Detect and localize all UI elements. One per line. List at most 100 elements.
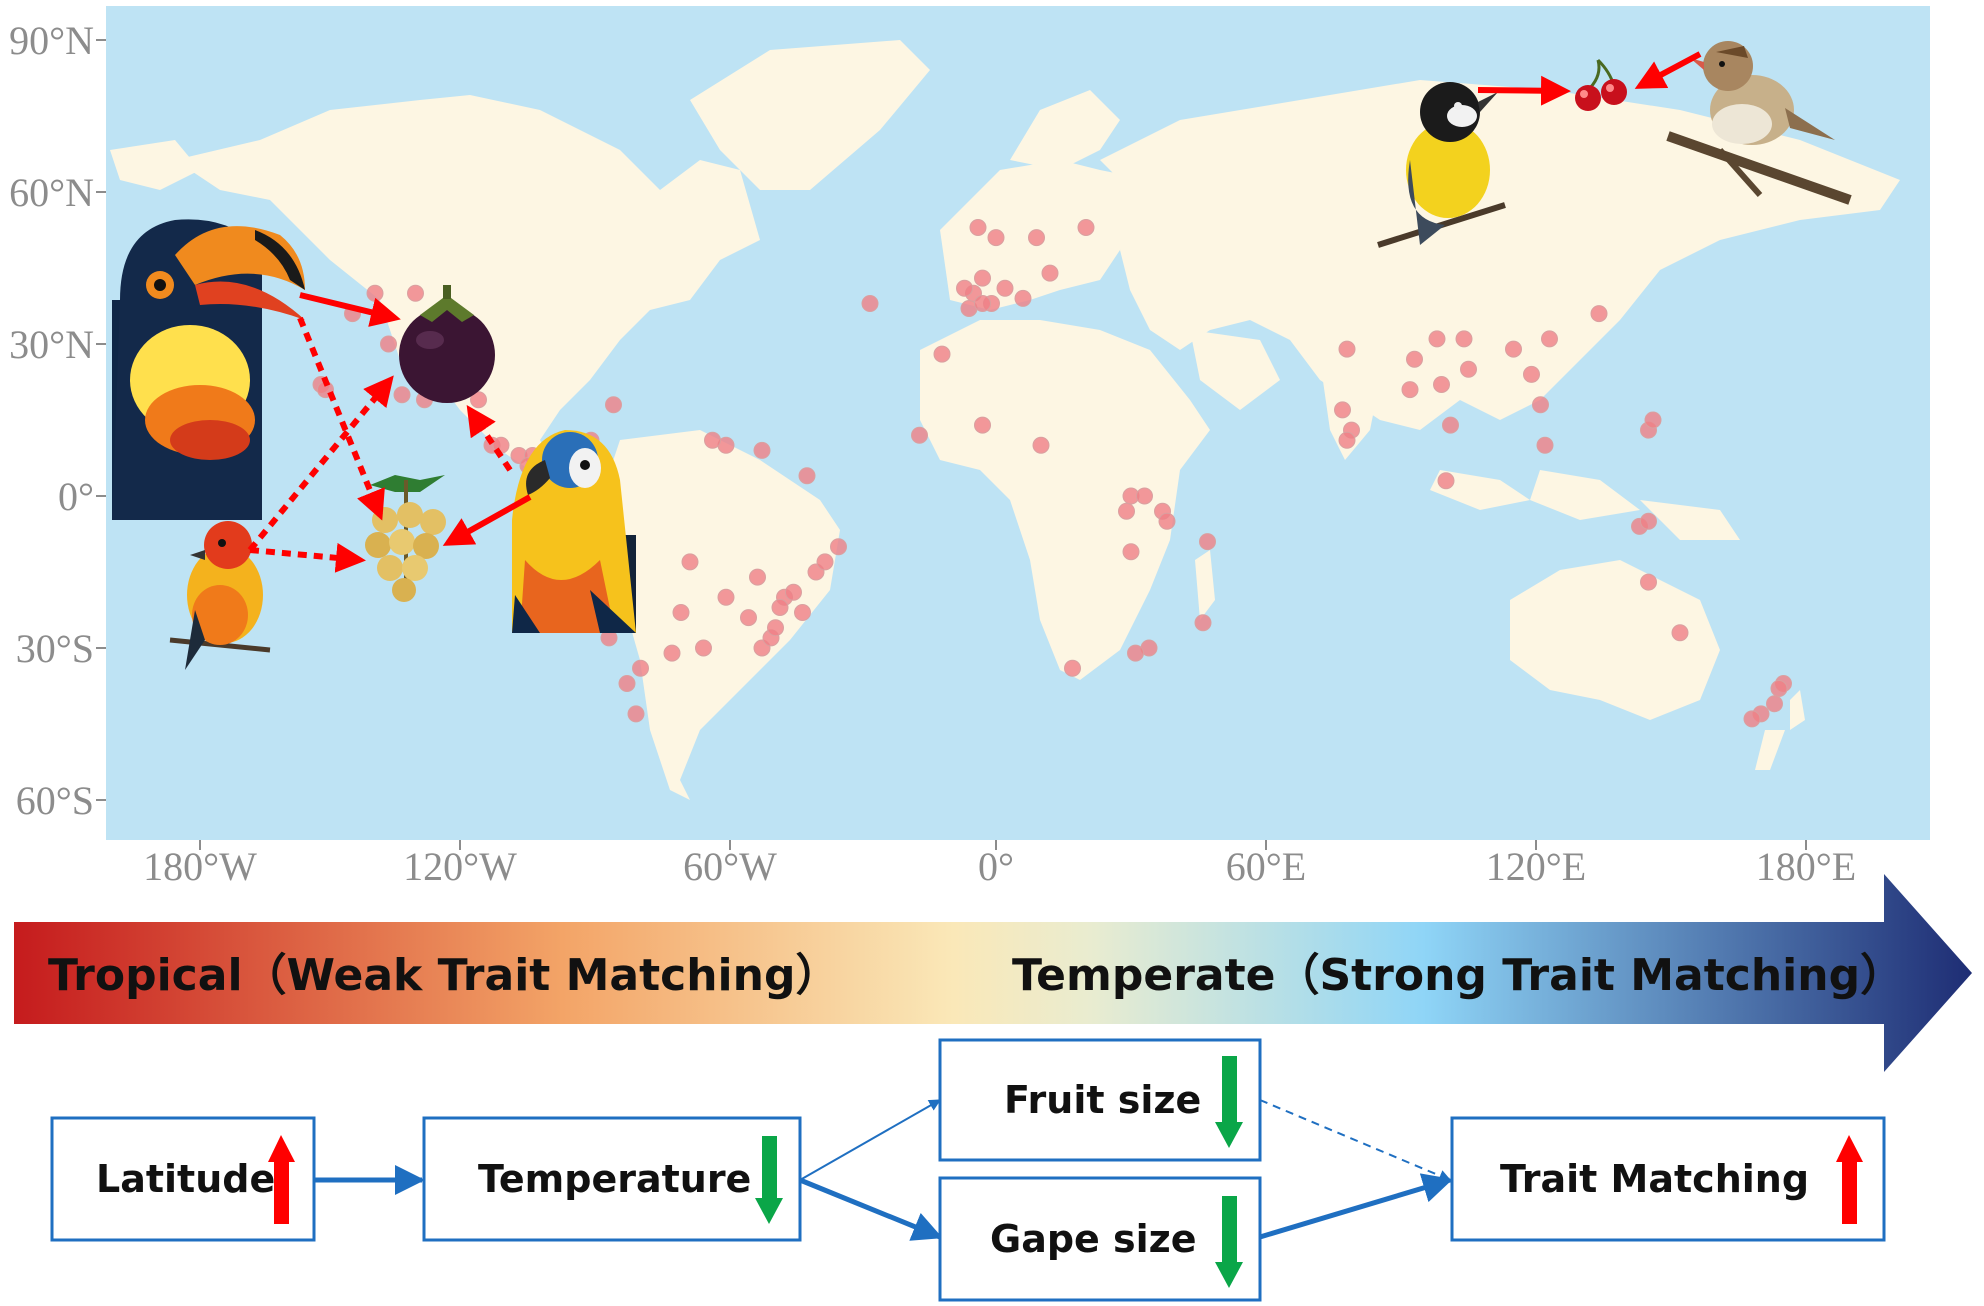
study-site-point bbox=[663, 644, 681, 662]
study-site-point bbox=[1041, 264, 1059, 282]
study-site-point bbox=[1590, 305, 1608, 323]
study-site-point bbox=[911, 426, 928, 444]
macaw-icon bbox=[512, 430, 636, 633]
solid-arrow bbox=[299, 292, 401, 327]
tropical-interaction-arrows bbox=[247, 292, 532, 573]
study-site-point bbox=[974, 416, 991, 434]
study-site-point bbox=[816, 553, 834, 571]
land-masses bbox=[110, 40, 1900, 800]
study-site-point bbox=[830, 538, 847, 556]
study-site-point bbox=[1194, 614, 1212, 632]
alaska bbox=[110, 140, 200, 190]
study-site-point bbox=[861, 295, 879, 312]
study-site-point bbox=[1338, 340, 1356, 358]
study-site-point bbox=[1455, 330, 1473, 348]
study-site-point bbox=[1541, 330, 1558, 348]
study-site-point bbox=[1442, 416, 1459, 434]
x-tick-label: 0° bbox=[978, 844, 1014, 889]
study-site-point bbox=[974, 269, 991, 287]
y-tick-label: 90°N bbox=[9, 18, 94, 63]
study-site-point bbox=[1743, 710, 1761, 728]
study-site-point bbox=[681, 553, 699, 571]
study-site-point bbox=[956, 279, 973, 297]
solid-arrow bbox=[1634, 51, 1702, 89]
study-site-point bbox=[695, 639, 712, 657]
study-site-point bbox=[1460, 360, 1477, 378]
new-zealand bbox=[1755, 690, 1805, 770]
gape-size-box: Gape size bbox=[938, 1176, 1262, 1302]
down-arrow-icon bbox=[755, 1136, 783, 1224]
temperature-box: Temperature bbox=[422, 1116, 802, 1242]
north-america bbox=[175, 95, 760, 470]
dotted-arrow bbox=[297, 316, 385, 521]
solid-arrow bbox=[1477, 75, 1571, 106]
y-axis: 90°N 60°N 30°N 0° 30°S 60°S bbox=[9, 18, 106, 823]
world-map: 90°N 60°N 30°N 0° 30°S 60°S 180°W 120°W … bbox=[9, 6, 1930, 889]
tropical-illustrations bbox=[112, 219, 636, 670]
down-arrow-icon bbox=[1215, 1056, 1243, 1148]
cherries-icon bbox=[1575, 58, 1627, 111]
study-site-point bbox=[1406, 350, 1423, 368]
temperate-label: Temperate（Strong Trait Matching） bbox=[1012, 950, 1904, 1001]
greenland bbox=[690, 40, 930, 190]
solid-arrow bbox=[442, 494, 532, 546]
study-site-point bbox=[704, 431, 721, 449]
study-site-point bbox=[1644, 411, 1662, 429]
study-site-point bbox=[1077, 219, 1095, 236]
scandinavia bbox=[1010, 90, 1120, 170]
x-tick-label: 60°E bbox=[1226, 844, 1306, 889]
connector-temperature-gape bbox=[799, 1177, 943, 1241]
study-site-point bbox=[1428, 330, 1446, 348]
trait-matching-label: Trait Matching bbox=[1500, 1157, 1809, 1201]
south-america bbox=[600, 430, 840, 800]
y-tick-label: 30°S bbox=[16, 626, 94, 671]
europe bbox=[940, 160, 1170, 310]
study-site-point bbox=[1640, 512, 1657, 530]
study-site-point bbox=[969, 219, 987, 236]
australia bbox=[1510, 560, 1720, 720]
temperate-illustrations bbox=[1377, 41, 1852, 248]
study-site-point bbox=[1671, 624, 1689, 642]
study-site-point bbox=[974, 295, 991, 312]
study-site-point bbox=[785, 583, 802, 601]
study-site-point bbox=[749, 568, 766, 586]
study-site-point bbox=[1766, 695, 1783, 713]
study-site-point bbox=[1770, 680, 1788, 697]
x-tick-label: 120°E bbox=[1486, 844, 1586, 889]
study-site-point bbox=[753, 441, 771, 459]
connector-gape-trait bbox=[1259, 1173, 1453, 1240]
study-site-point bbox=[1158, 512, 1176, 530]
study-site-point bbox=[1437, 472, 1455, 490]
arabia-india bbox=[1190, 330, 1380, 460]
africa bbox=[920, 320, 1210, 680]
study-site-point bbox=[1433, 376, 1450, 393]
up-arrow-icon bbox=[1836, 1135, 1863, 1224]
connector-temperature-fruit bbox=[799, 1099, 942, 1181]
latitude-label: Latitude bbox=[96, 1157, 275, 1201]
berry-cluster-icon bbox=[365, 475, 446, 602]
study-site-point bbox=[1118, 502, 1135, 520]
study-site-point bbox=[1338, 431, 1356, 449]
x-tick-label: 180°W bbox=[143, 844, 257, 889]
study-site-point bbox=[794, 604, 811, 621]
dotted-arrow bbox=[247, 375, 394, 552]
study-site-point bbox=[987, 229, 1005, 247]
study-site-point bbox=[1640, 573, 1657, 591]
study-site-point bbox=[767, 619, 784, 637]
gape-size-label: Gape size bbox=[990, 1217, 1197, 1261]
trait-matching-box: Trait Matching bbox=[1450, 1116, 1886, 1242]
fruit-size-label: Fruit size bbox=[1004, 1078, 1201, 1122]
study-site-point bbox=[1127, 644, 1144, 662]
mangosteen-icon bbox=[399, 285, 495, 403]
study-site-point bbox=[933, 345, 951, 363]
study-site-point bbox=[1014, 289, 1032, 307]
dotted-arrow bbox=[249, 542, 366, 573]
x-tick-label: 60°W bbox=[683, 844, 777, 889]
study-site-point bbox=[1532, 396, 1549, 414]
tropical-label: Tropical（Weak Trait Matching） bbox=[48, 950, 839, 1001]
y-tick-label: 30°N bbox=[9, 322, 94, 367]
study-site-point bbox=[1032, 436, 1050, 454]
y-tick-label: 60°N bbox=[9, 170, 94, 215]
study-site-point bbox=[1199, 533, 1216, 551]
